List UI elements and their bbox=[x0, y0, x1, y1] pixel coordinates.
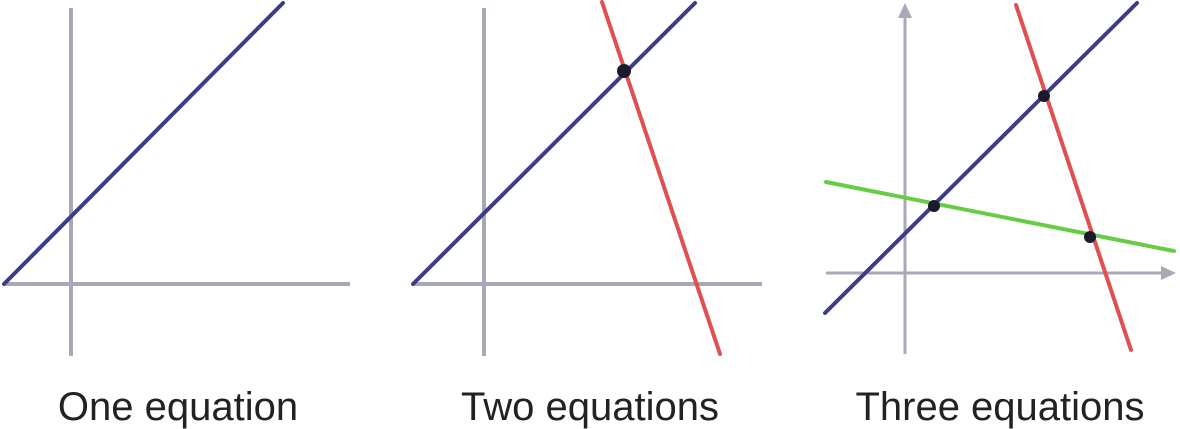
line-1 bbox=[411, 1, 697, 286]
x-axis-arrowhead bbox=[1161, 266, 1176, 280]
line-3 bbox=[824, 180, 1176, 253]
line-1 bbox=[823, 1, 1139, 315]
caption-two-equations: Two equations bbox=[461, 385, 719, 429]
panel-three-equations: Three equations bbox=[823, 1, 1176, 429]
line-2 bbox=[1014, 3, 1133, 352]
panel-two-equations: Two equations bbox=[411, 0, 762, 429]
caption-one-equation: One equation bbox=[58, 385, 298, 429]
intersection-point bbox=[1038, 90, 1050, 102]
panel-one-equation: One equation bbox=[2, 1, 350, 429]
line-1 bbox=[2, 1, 285, 286]
line-2 bbox=[600, 0, 722, 356]
intersection-point bbox=[1084, 231, 1096, 243]
intersection-point bbox=[928, 200, 940, 212]
caption-three-equations: Three equations bbox=[855, 385, 1144, 429]
intersection-point bbox=[617, 64, 631, 78]
y-axis-arrowhead bbox=[898, 3, 912, 18]
